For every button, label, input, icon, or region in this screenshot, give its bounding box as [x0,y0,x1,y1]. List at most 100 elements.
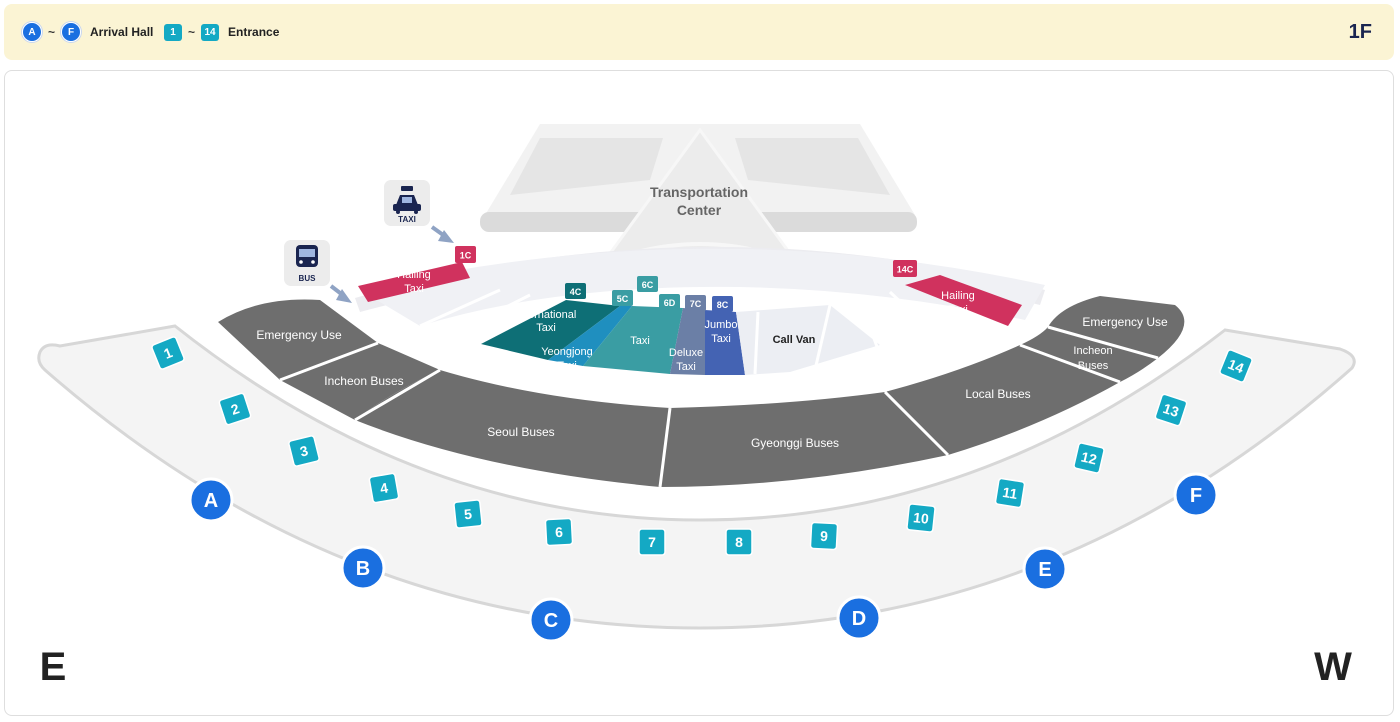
incheon-buses-left-zone [280,343,440,420]
international-taxi-line2: Taxi [536,322,556,334]
deluxe-taxi-line2: Taxi [676,361,696,373]
taxi-sign-label: TAXI [398,215,416,224]
legend-hall-to: F [61,22,82,42]
stop-tag-6d-label: 6D [664,298,676,308]
stop-tag-6c[interactable] [637,276,658,292]
entrance-3[interactable]: 3 [288,435,320,467]
hailing-taxi-right-line1: Hailing [941,290,975,302]
legend-entrance-to: 14 [201,23,220,41]
stop-tag-5c-label: 5C [617,294,629,304]
tc-label-line1: Transportation [650,184,748,200]
incheon-buses-right-line1: Incheon [1073,345,1112,357]
legend-entrance-from: 1 [164,23,182,41]
compass-east: E [40,645,67,689]
entrance-8[interactable]: 8 [725,528,753,556]
tc-label-line2: Center [677,202,722,218]
arrival-hall-F[interactable]: F [1173,472,1219,518]
hailing-taxi-right-line2: Taxi [948,304,968,316]
arrival-hall-A[interactable]: A [188,477,234,523]
emergency-use-left-label: Emergency Use [256,328,342,342]
call-van-label: Call Van [773,334,816,346]
deluxe-taxi-line1: Deluxe [669,347,703,359]
jumbo-taxi-line2: Taxi [711,333,731,345]
bus-icon [296,245,318,267]
stop-tag-1c[interactable] [455,246,476,263]
arrival-hall-E[interactable]: E [1022,546,1068,592]
compass-west: W [1314,645,1352,689]
hailing-taxi-left-zone [358,262,470,302]
jumbo-taxi-line1: Jumbo [704,319,737,331]
stop-tag-6d[interactable] [659,294,680,310]
legend-arrival-hall: A ~ F Arrival Hall [22,4,153,60]
bus-arrowhead [336,289,352,303]
legend-entrance-label: Entrance [228,25,280,39]
arrival-hall-markers: A B C D E F [188,472,1219,643]
emergency-use-left-zone [218,299,378,380]
local-buses-label: Local Buses [965,387,1030,401]
yeongjong-taxi-zone [548,306,632,366]
hailing-taxi-left-line1: Hailing [397,269,431,281]
seoul-buses-zone [355,370,670,487]
stop-tag-6c-label: 6C [642,280,654,290]
bus-zones: Emergency Use Incheon Buses Seoul Buses … [218,296,1185,488]
incheon-buses-right-zone [1020,327,1158,382]
entrance-9[interactable]: 9 [809,521,839,551]
lane-dividers [419,288,932,375]
gyeonggi-buses-zone [660,392,948,487]
emergency-use-right-zone [1048,296,1185,358]
taxi-label: Taxi [630,335,650,347]
arrival-hall-C[interactable]: C [528,597,574,643]
taxi-zone [583,306,683,374]
stop-tag-14c[interactable] [893,260,917,277]
legend-tilde: ~ [188,25,196,39]
taxi-arrowhead [438,230,454,243]
legend-hall-label: Arrival Hall [90,25,154,39]
entrance-4[interactable]: 4 [368,472,400,504]
yeongjong-taxi-line1: Yeongjong [541,346,593,358]
bus-sign-label: BUS [299,274,317,283]
legend-tilde: ~ [48,25,56,39]
hailing-taxi-left-line2: Taxi [404,283,424,295]
yeongjong-taxi-line2: Taxi [557,360,577,372]
stop-tag-7c-label: 7C [690,299,702,309]
emergency-use-right-label: Emergency Use [1082,315,1168,329]
entrance-11[interactable]: 11 [994,477,1026,509]
transportation-center: Transportation Center [480,124,917,273]
gyeonggi-buses-label: Gyeonggi Buses [751,436,839,450]
stop-tag-7c[interactable] [685,295,706,311]
entrance-6[interactable]: 6 [544,517,574,547]
incheon-buses-right-line2: Buses [1078,360,1109,372]
stop-tag-14c-label: 14C [897,265,914,275]
stop-tags: 1C 4C 5C 6C 6D 7C 8C 14C [455,246,917,312]
entrance-5[interactable]: 5 [453,499,483,529]
call-van-zone [736,305,880,375]
stop-tag-5c[interactable] [612,290,633,306]
entrance-10[interactable]: 10 [906,503,936,533]
seoul-buses-label: Seoul Buses [487,425,554,439]
entrance-7[interactable]: 7 [638,528,666,556]
deluxe-taxi-zone [670,308,705,375]
stop-tag-4c-label: 4C [570,287,582,297]
legend-entrance: 1 ~ 14 Entrance [164,4,279,60]
international-taxi-zone [481,300,620,360]
local-buses-zone [885,345,1120,455]
arrival-hall-B[interactable]: B [340,545,386,591]
stop-tag-1c-label: 1C [460,251,472,261]
taxi-icon [393,186,421,214]
legend-hall-from: A [22,22,42,42]
jumbo-taxi-zone [705,310,745,375]
legend-bar: A ~ F Arrival Hall 1 ~ 14 Entrance 1F [4,4,1394,60]
floor-indicator: 1F [1348,21,1372,43]
international-taxi-line1: International [516,309,577,321]
taxi-sign[interactable]: TAXI [384,180,430,226]
bus-sign[interactable]: BUS [284,240,330,286]
incheon-buses-left-label: Incheon Buses [324,374,403,388]
arrival-hall-D[interactable]: D [836,595,882,641]
inner-ring-road [360,248,1045,326]
stop-tag-4c[interactable] [565,283,586,299]
entrance-12[interactable]: 12 [1073,442,1105,474]
stop-tag-8c[interactable] [712,296,733,312]
stop-tag-8c-label: 8C [717,300,729,310]
hailing-taxi-right-zone [905,275,1022,326]
